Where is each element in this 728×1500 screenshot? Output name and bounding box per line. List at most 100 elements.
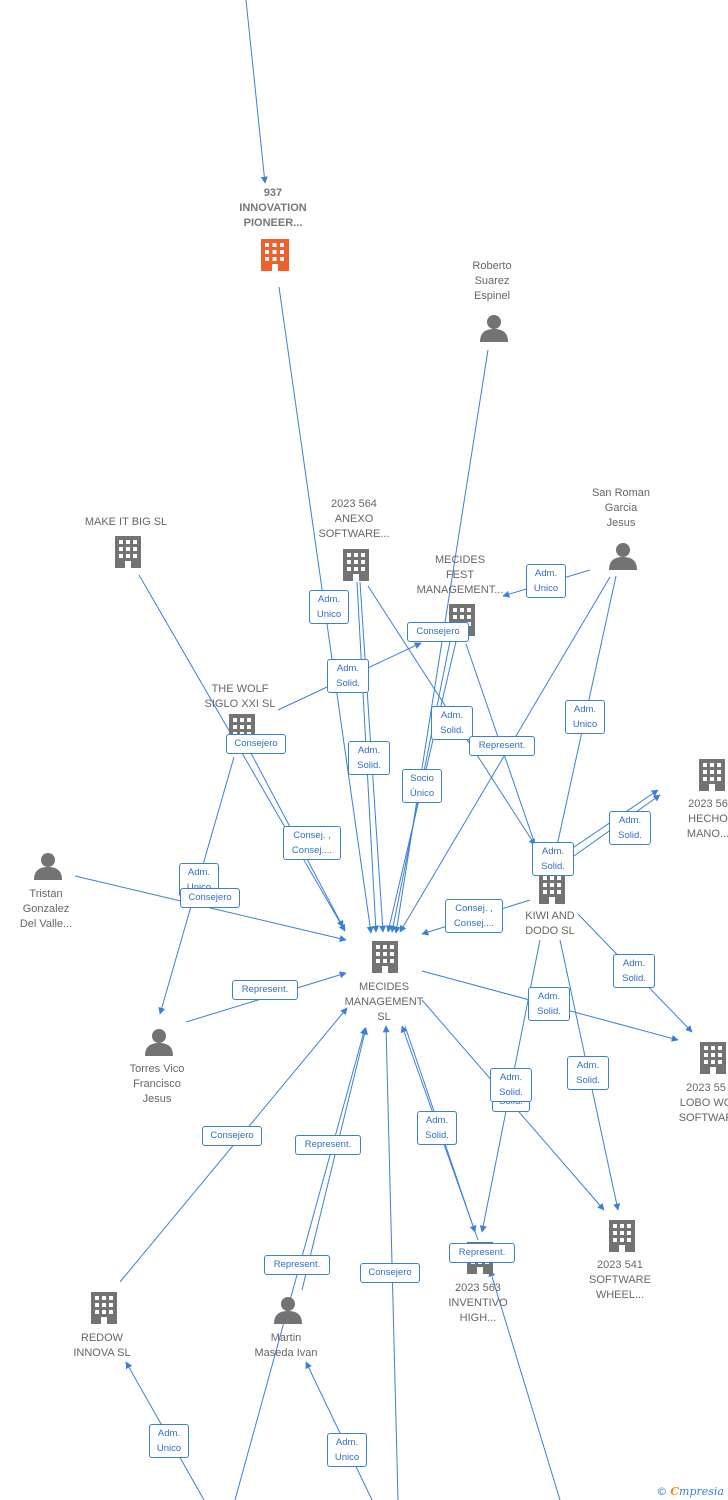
building-icon[interactable]	[700, 1042, 726, 1074]
edge-label[interactable]: Consejero	[202, 1126, 262, 1146]
edge-label-line: Represent.	[273, 1259, 321, 1270]
node-label-line: Jesus	[142, 1093, 172, 1105]
edge-label-line: Adm.	[357, 745, 381, 756]
edge-label[interactable]: Consejero	[360, 1263, 420, 1283]
edge-label-line: Unico	[316, 609, 342, 620]
edge-label[interactable]: Adm.Solid.	[417, 1111, 457, 1145]
edge-label[interactable]: Adm.Solid.	[532, 842, 574, 876]
edge-label[interactable]: Consej. , Consej....	[445, 899, 503, 933]
node-label-line: Jesus	[606, 517, 636, 529]
edge-label[interactable]: Consej. , Consej....	[283, 826, 341, 860]
edge-label[interactable]: Adm.Solid.	[431, 706, 473, 740]
building-icon[interactable]	[539, 872, 565, 904]
node-label-line: 2023 541	[597, 1259, 643, 1271]
node-label-line: MAKE IT BIG SL	[84, 516, 168, 528]
node-label-line: FEST	[445, 569, 475, 581]
building-icon[interactable]	[115, 536, 141, 568]
edge-label-line: Consej. ,	[293, 830, 331, 841]
person-icon[interactable]	[34, 853, 62, 880]
node-icons	[34, 239, 726, 1324]
edge-label-line: Solid.	[622, 973, 646, 984]
edge-label[interactable]: Adm.Unico	[327, 1433, 367, 1467]
node-label[interactable]: KIWI AND DODO SL	[510, 909, 590, 939]
node-label-line: SL	[377, 1011, 391, 1023]
node-label-line: Gonzalez	[22, 903, 70, 915]
edge-label-line: Consejero	[234, 738, 278, 749]
edge-label[interactable]: Adm.Unico	[526, 564, 566, 598]
node-label-line: KIWI AND	[525, 910, 575, 922]
node-label-line: San Roman	[591, 487, 651, 499]
edge-label-line: Adm.	[576, 1060, 600, 1071]
edge-label[interactable]: Consejero	[407, 622, 469, 642]
edge-label[interactable]: Represent.	[295, 1135, 361, 1155]
building-icon-highlighted[interactable]	[261, 239, 289, 271]
edge-label[interactable]: Adm.Solid.	[348, 741, 390, 775]
node-label[interactable]: MAKE IT BIG SL	[71, 515, 181, 530]
node-label-line: DODO SL	[525, 925, 575, 937]
node-label-line: Garcia	[604, 502, 638, 514]
edge-label-line: Solid.	[618, 830, 642, 841]
node-label-line: Espinel	[473, 290, 511, 302]
edge-label[interactable]: Represent.	[232, 980, 298, 1000]
edge-label[interactable]: Represent.	[264, 1255, 330, 1275]
building-icon[interactable]	[91, 1292, 117, 1324]
edge-label-line: Consej. ,	[455, 903, 493, 914]
edge-label[interactable]: Adm.Unico	[309, 590, 349, 624]
edge-label-line: Adm.	[541, 846, 565, 857]
edge-label[interactable]: Adm.Unico	[565, 700, 605, 734]
node-label[interactable]: REDOW INNOVA SL	[57, 1331, 147, 1361]
building-icon[interactable]	[609, 1220, 635, 1252]
building-icon[interactable]	[372, 941, 398, 973]
building-icon[interactable]	[343, 549, 369, 581]
edge-label-line: Consej....	[453, 918, 495, 929]
edge-label-line: Adm.	[573, 704, 597, 715]
edge-label-line: Unico	[185, 880, 213, 895]
edge-label-line: Consej....	[291, 845, 333, 856]
person-icon[interactable]	[145, 1029, 173, 1056]
person-icon[interactable]	[609, 543, 637, 570]
edge-label[interactable]: Adm.Solid.	[528, 987, 570, 1021]
node-label-line: 2023 55	[686, 1082, 726, 1094]
edge-label[interactable]: Consejero	[180, 888, 240, 908]
edge-label[interactable]: Adm. Solid.	[609, 811, 651, 845]
edge-line	[301, 1027, 368, 1291]
node-label-line: WHEEL...	[595, 1289, 645, 1301]
node-label-line: MANO...	[686, 828, 728, 840]
person-icon[interactable]	[274, 1297, 302, 1324]
node-label-line: INNOVA SL	[73, 1347, 131, 1359]
node-label-line: SOFTWAR	[678, 1112, 728, 1124]
node-label-line: REDOW	[80, 1332, 124, 1344]
edge-label[interactable]: Represent.	[469, 736, 535, 756]
edge-label[interactable]: Consejero	[226, 734, 286, 754]
edge-label[interactable]: Adm.Unico	[149, 1424, 189, 1458]
edge-label[interactable]: Adm.Solid.	[490, 1068, 532, 1102]
edge-label[interactable]: Represent.	[449, 1243, 515, 1263]
edge-label-line: Socio	[410, 773, 434, 784]
person-icon[interactable]	[480, 315, 508, 342]
edge-label-line: Adm.	[618, 815, 642, 826]
edge-label-line: Adm.	[157, 1428, 181, 1439]
building-icon[interactable]	[699, 759, 725, 791]
node-label-line: Roberto	[472, 260, 512, 272]
edge-label[interactable]: Adm. Solid.	[613, 954, 655, 988]
edge-label[interactable]: Adm.Solid.	[327, 659, 369, 693]
edge-label[interactable]: Adm.Solid.	[567, 1056, 609, 1090]
node-label-line: Del Valle...	[19, 918, 73, 930]
node-label-line: MANAGEMENT	[344, 996, 424, 1008]
edge-label-line: Adm.	[622, 958, 646, 969]
